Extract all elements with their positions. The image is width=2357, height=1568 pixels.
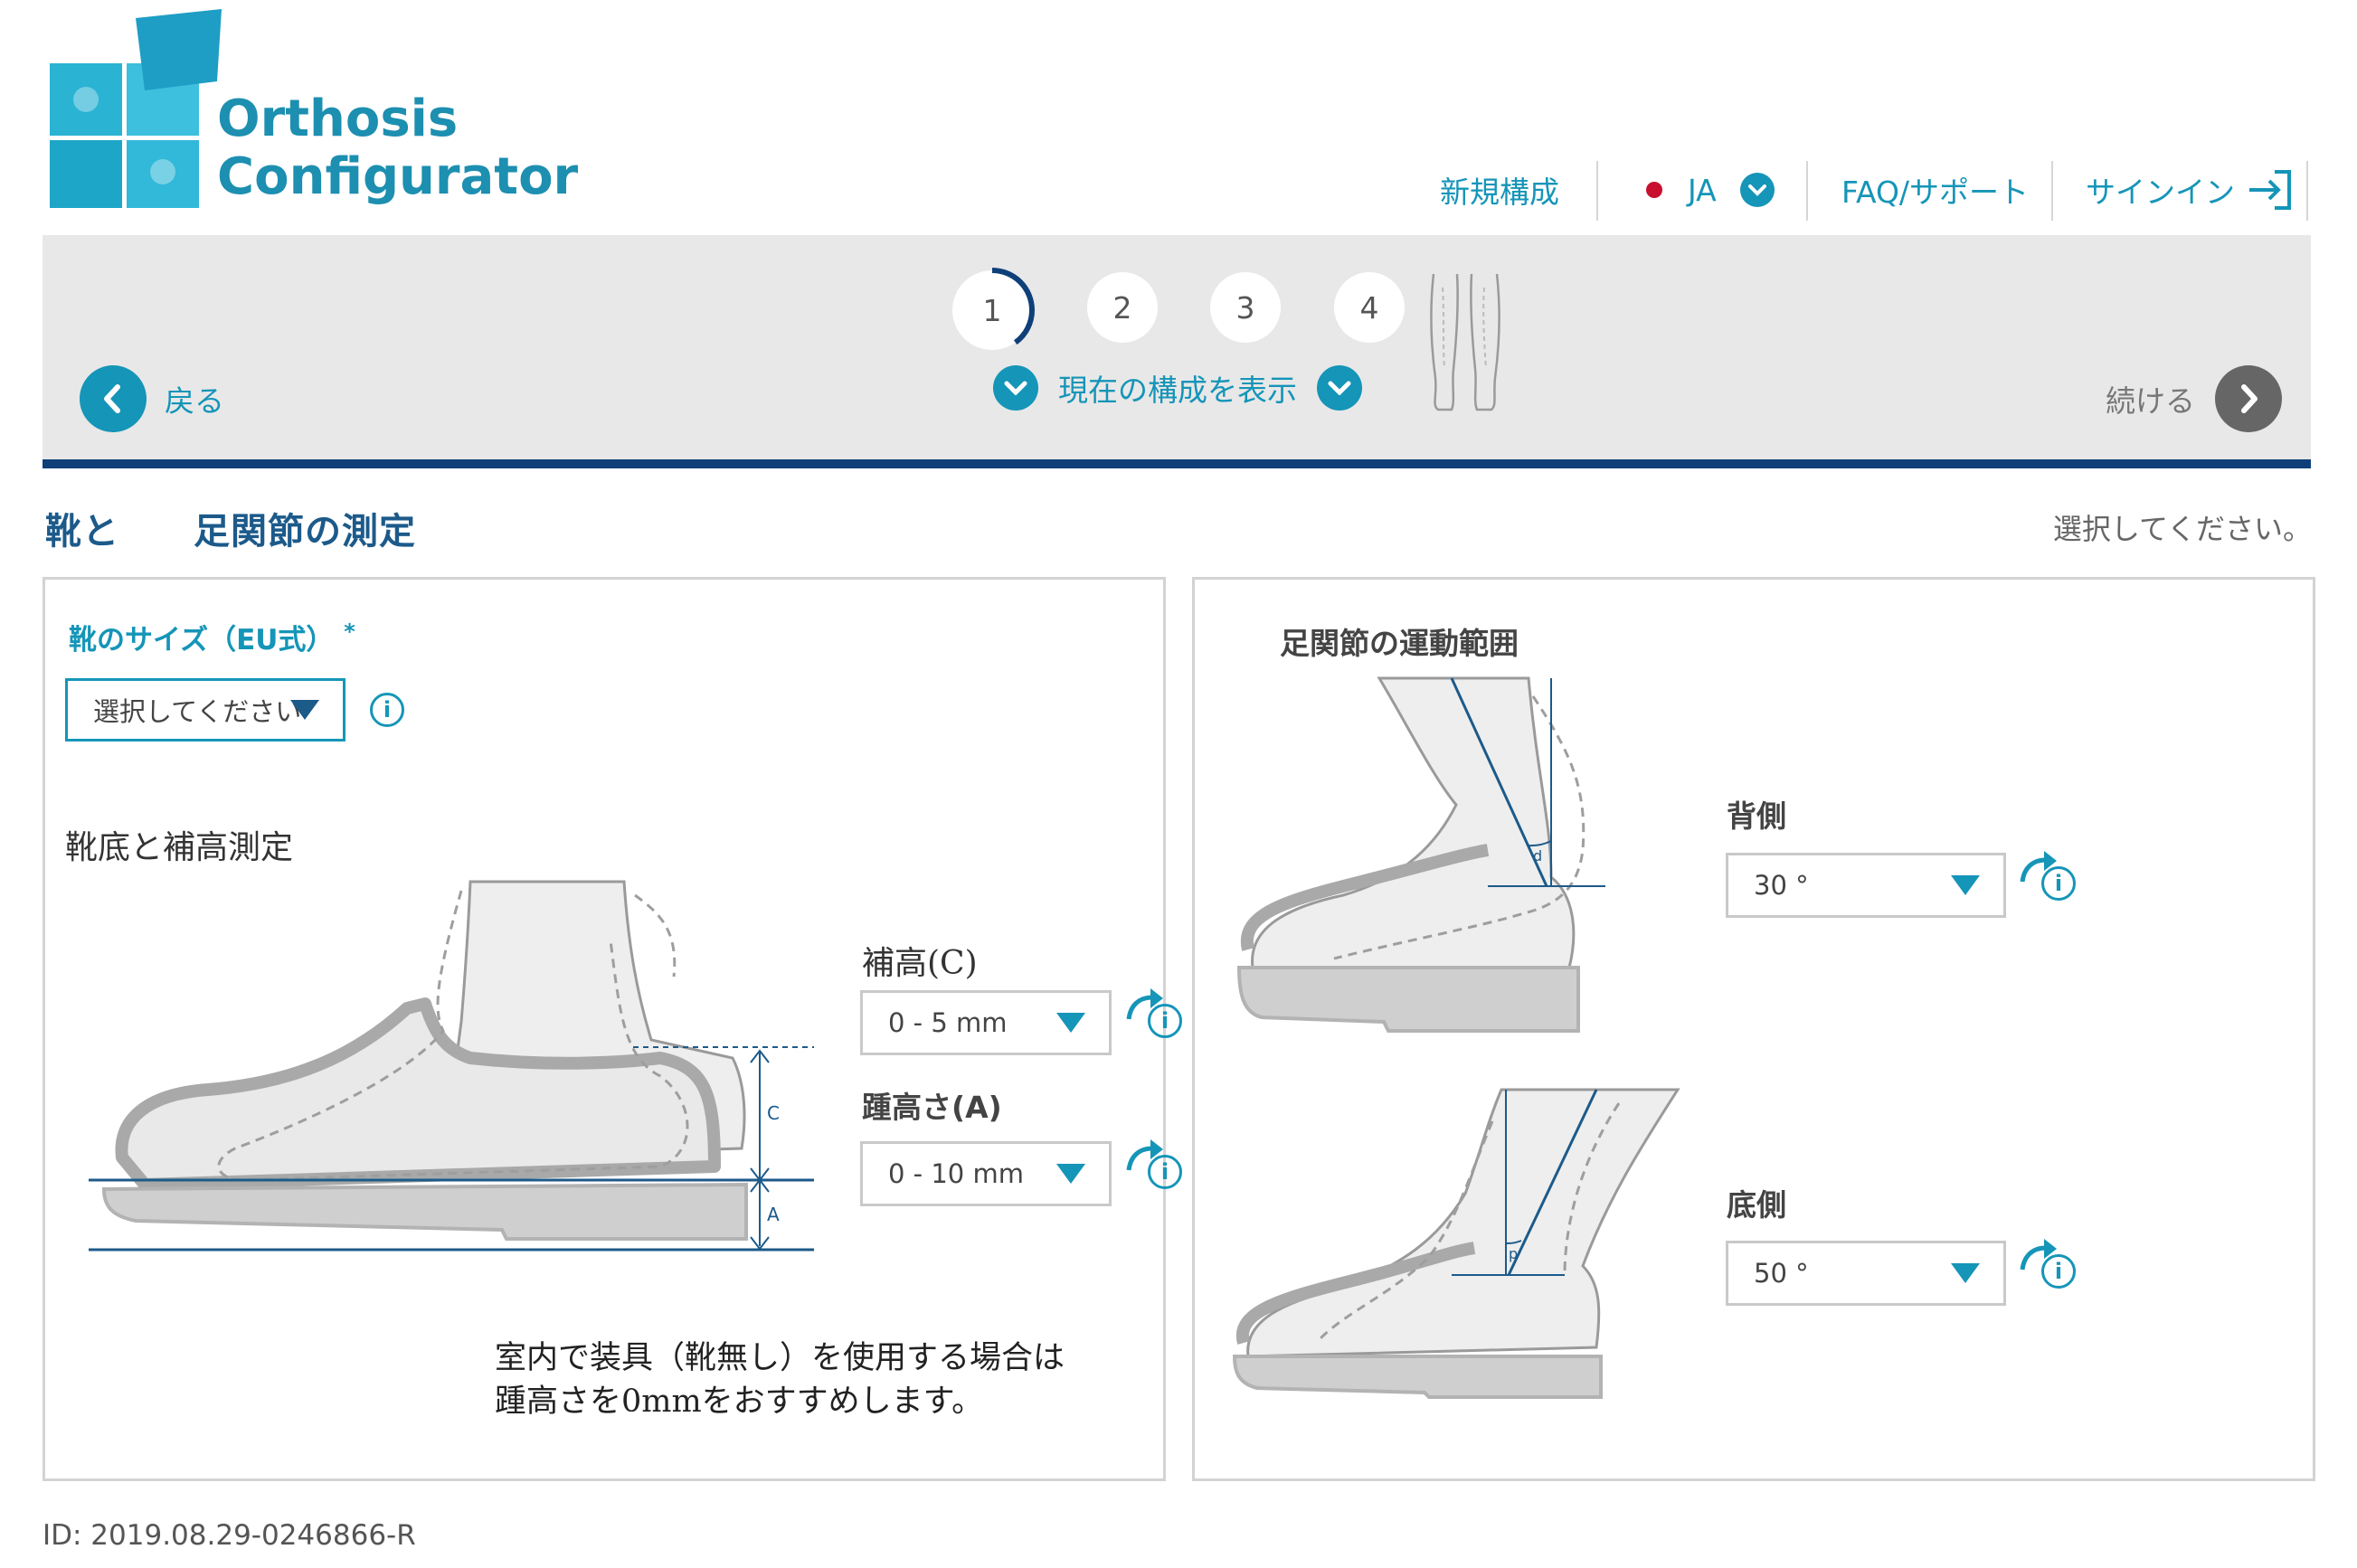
dropdown-arrow-icon bbox=[1056, 1013, 1085, 1033]
show-config-toggle[interactable]: 現在の構成を表示 bbox=[993, 365, 1362, 411]
heel-lift-select[interactable]: 0 - 5 mm bbox=[860, 990, 1112, 1055]
share-arrow-icon[interactable] bbox=[1125, 1139, 1165, 1172]
nav-divider bbox=[2306, 161, 2308, 221]
nav-divider bbox=[2051, 161, 2053, 221]
angle-d-label: d bbox=[1533, 847, 1542, 864]
step-4[interactable]: 4 bbox=[1334, 272, 1405, 343]
heel-height-value: 0 - 10 mm bbox=[888, 1158, 1024, 1189]
step-2[interactable]: 2 bbox=[1087, 272, 1158, 343]
chevron-down-icon bbox=[993, 365, 1038, 411]
legs-illustration-icon bbox=[1430, 273, 1500, 411]
step-bar-underline bbox=[43, 459, 2311, 468]
continue-button[interactable]: 続ける bbox=[2106, 365, 2282, 432]
continue-label: 続ける bbox=[2106, 383, 2195, 419]
required-mark: * bbox=[344, 619, 355, 645]
dorsal-flexion-diagram: d bbox=[1236, 676, 1605, 1033]
heel-height-select[interactable]: 0 - 10 mm bbox=[860, 1141, 1112, 1206]
dropdown-arrow-icon bbox=[1951, 875, 1980, 895]
logo-line1: Orthosis bbox=[217, 90, 459, 148]
chevron-left-icon bbox=[80, 365, 147, 432]
nav-divider bbox=[1806, 161, 1808, 221]
angle-p-label: p bbox=[1509, 1245, 1518, 1262]
step-1[interactable]: 1 bbox=[957, 275, 1027, 345]
share-arrow-icon[interactable] bbox=[2019, 1239, 2059, 1271]
plantar-value: 50 ° bbox=[1754, 1258, 1809, 1289]
chevron-down-icon bbox=[1739, 173, 1775, 207]
indoor-use-note: 室内で装具（靴無し）を使用する場合は 踵高さを0mmをおすすめします。 bbox=[495, 1337, 1065, 1423]
nav-faq-label: FAQ/サポート bbox=[1841, 175, 2030, 210]
heel-lift-label: 補高(C) bbox=[862, 945, 978, 982]
configuration-id: ID: 2019.08.29-0246866-R bbox=[43, 1519, 416, 1552]
dorsal-value: 30 ° bbox=[1754, 870, 1809, 901]
note-line-1: 室内で装具（靴無し）を使用する場合は bbox=[495, 1340, 1065, 1376]
language-selector[interactable]: JA bbox=[1646, 163, 1775, 217]
shoe-size-label: 靴のサイズ（EU式） * bbox=[69, 617, 355, 657]
nav-new-config[interactable]: 新規構成 bbox=[1440, 163, 1559, 217]
chevron-down-icon bbox=[1317, 365, 1362, 411]
step-2-label: 2 bbox=[1112, 289, 1132, 326]
nav-divider bbox=[1596, 161, 1598, 221]
dropdown-arrow-icon bbox=[1951, 1263, 1980, 1283]
info-icon[interactable]: i bbox=[370, 693, 404, 727]
nav-faq[interactable]: FAQ/サポート bbox=[1841, 163, 2029, 217]
language-label: JA bbox=[1688, 172, 1717, 208]
ankle-range-title: 足関節の運動範囲 bbox=[1280, 626, 1519, 661]
share-arrow-icon[interactable] bbox=[2019, 851, 2059, 883]
step-bar bbox=[43, 235, 2311, 459]
shoe-size-select[interactable]: 選択してください bbox=[65, 678, 346, 741]
shoe-size-value: 選択してください bbox=[93, 696, 302, 727]
step-1-progress-ring bbox=[950, 268, 1035, 353]
dimension-a-label: A bbox=[767, 1204, 780, 1225]
info-icon[interactable]: i bbox=[2041, 1254, 2076, 1289]
step-1-label: 1 bbox=[982, 292, 1002, 328]
shoe-size-label-text: 靴のサイズ（EU式） bbox=[69, 624, 335, 656]
plantar-label: 底側 bbox=[1727, 1187, 1786, 1223]
nav-new-config-label: 新規構成 bbox=[1440, 175, 1559, 210]
logo-line2: Configurator bbox=[217, 147, 579, 206]
note-line-2: 踵高さを0mmをおすすめします。 bbox=[495, 1384, 984, 1420]
info-icon[interactable]: i bbox=[1148, 1155, 1182, 1189]
logo-puzzle-icon bbox=[50, 9, 222, 208]
measure-title: 靴底と補高測定 bbox=[65, 829, 294, 866]
share-arrow-icon[interactable] bbox=[1125, 988, 1165, 1021]
language-dot-icon bbox=[1646, 182, 1662, 198]
dropdown-arrow-icon bbox=[1056, 1164, 1085, 1184]
dorsal-select[interactable]: 30 ° bbox=[1726, 853, 2006, 918]
dorsal-label: 背側 bbox=[1727, 798, 1786, 834]
nav-signin[interactable]: サインイン bbox=[2086, 163, 2293, 217]
chevron-right-icon bbox=[2215, 365, 2282, 432]
section-hint: 選択してください。 bbox=[2052, 512, 2312, 546]
plantar-select[interactable]: 50 ° bbox=[1726, 1241, 2006, 1306]
info-icon[interactable]: i bbox=[1148, 1004, 1182, 1038]
back-button[interactable]: 戻る bbox=[80, 365, 224, 432]
dimension-c-label: C bbox=[767, 1102, 780, 1124]
step-3-label: 3 bbox=[1235, 289, 1255, 326]
signin-icon bbox=[2249, 170, 2291, 210]
info-icon[interactable]: i bbox=[2041, 866, 2076, 901]
page-title: 靴と 足関節の測定 bbox=[45, 511, 416, 553]
dropdown-arrow-icon bbox=[290, 700, 319, 720]
shoe-measurement-diagram: C A bbox=[89, 880, 814, 1252]
step-3[interactable]: 3 bbox=[1210, 272, 1281, 343]
back-label: 戻る bbox=[165, 383, 224, 419]
nav-signin-label: サインイン bbox=[2086, 175, 2235, 210]
heel-lift-value: 0 - 5 mm bbox=[888, 1007, 1008, 1038]
step-4-label: 4 bbox=[1359, 289, 1379, 326]
plantar-flexion-diagram: p bbox=[1232, 1088, 1680, 1399]
show-config-label: 現在の構成を表示 bbox=[1058, 373, 1297, 408]
logo-text: Orthosis Configurator bbox=[217, 90, 578, 206]
heel-height-label: 踵高さ(A) bbox=[862, 1090, 1002, 1125]
